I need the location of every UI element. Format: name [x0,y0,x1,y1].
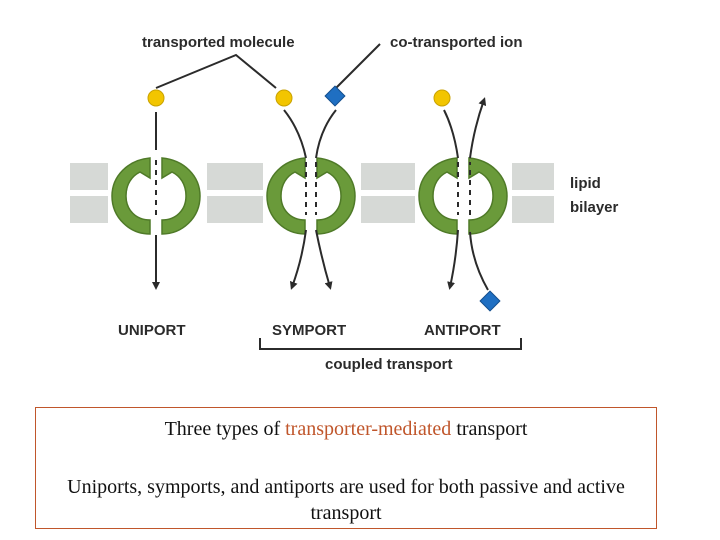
caption-body: Uniports, symports, and antiports are us… [67,476,625,524]
caption-box: Three types of transporter-mediated tran… [35,407,657,529]
antiport-transporter [418,157,508,235]
transported-molecule-label: transported molecule [142,34,295,51]
antiport-ion-icon [479,290,501,312]
symport-label: SYMPORT [272,322,346,339]
caption-title-suffix: transport [451,418,528,440]
caption-title-prefix: Three types of [164,418,286,440]
antiport-path [443,97,489,291]
uniport-transporter [111,157,201,235]
uniport-molecule-icon [147,89,165,107]
caption-title-highlight: transporter-mediated [285,418,452,440]
antiport-label: ANTIPORT [424,322,501,339]
symport-path [283,109,337,290]
lipid-bilayer [70,163,554,223]
molecule-leader-lines [155,43,381,89]
symport-molecule-icon [275,89,293,107]
coupled-transport-bracket [259,338,522,350]
lipid-label: lipid [570,175,601,192]
symport-ion-icon [324,85,346,107]
symport-transporter [266,157,356,235]
caption-title: Three types of transporter-mediated tran… [36,417,656,441]
transport-diagram: transported molecule co-transported ion [70,34,619,373]
uniport-label: UNIPORT [118,322,186,339]
cotransported-ion-label: co-transported ion [390,34,523,51]
coupled-transport-label: coupled transport [325,356,453,373]
bilayer-label: bilayer [570,199,619,216]
antiport-molecule-icon [433,89,451,107]
